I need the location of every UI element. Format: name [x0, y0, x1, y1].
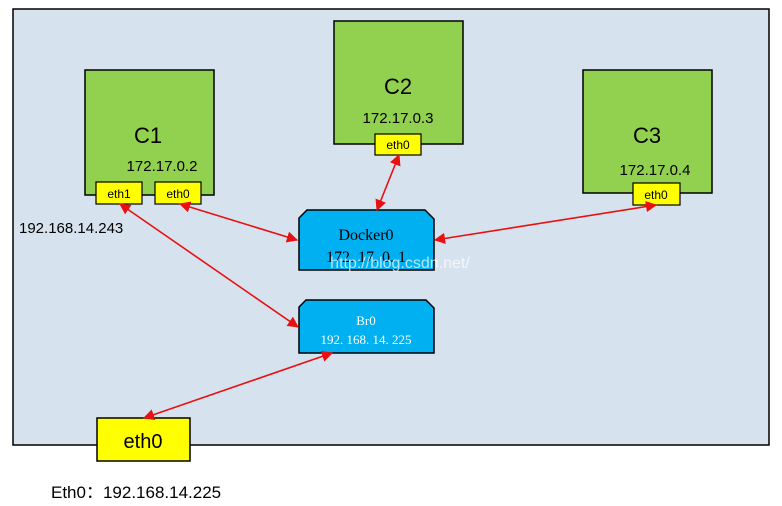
interface-c2-eth0: eth0 — [374, 133, 422, 156]
footer-caption: Eth0：192.168.14.225 — [51, 483, 221, 502]
interface-label: eth0 — [124, 431, 163, 453]
interface-label: eth0 — [166, 187, 190, 201]
interface-label: eth0 — [386, 138, 410, 152]
interface-label: eth1 — [107, 187, 131, 201]
bridge-name: Br0 — [356, 313, 376, 328]
bridge-br0: Br0 192. 168. 14. 225 — [298, 299, 435, 354]
container-ip: 172.17.0.2 — [127, 158, 198, 175]
container-ip: 172.17.0.4 — [620, 162, 691, 179]
interface-c1-eth1: eth1 — [95, 181, 143, 205]
bridge-name: Docker0 — [338, 227, 393, 244]
interface-c1-eth0: eth0 — [154, 181, 202, 205]
link-c2eth0-docker0 — [375, 153, 401, 212]
bridge-ip: 192. 168. 14. 225 — [321, 332, 412, 347]
container-c1: C1 172.17.0.2 — [84, 69, 215, 196]
container-name: C2 — [384, 74, 412, 99]
container-c2: C2 172.17.0.3 — [333, 20, 464, 145]
link-c3eth0-docker0 — [433, 201, 658, 244]
container-ip: 172.17.0.3 — [363, 110, 434, 127]
c1-eth1-ip-label: 192.168.14.243 — [19, 220, 123, 237]
bridge-ip: 172. 17. 0. 1 — [326, 249, 406, 266]
watermark: http://blog.csdn.net/ — [330, 255, 470, 272]
link-br0-host-eth0 — [142, 351, 334, 420]
container-name: C1 — [134, 123, 162, 148]
container-name: C3 — [633, 123, 661, 148]
link-c1eth1-br0 — [119, 203, 299, 328]
interface-label: eth0 — [644, 188, 668, 202]
interface-c3-eth0: eth0 — [632, 182, 681, 206]
bridge-docker0: Docker0 172. 17. 0. 1 — [298, 209, 435, 271]
interface-host-eth0: eth0 — [96, 417, 191, 462]
container-c3: C3 172.17.0.4 — [582, 69, 713, 194]
